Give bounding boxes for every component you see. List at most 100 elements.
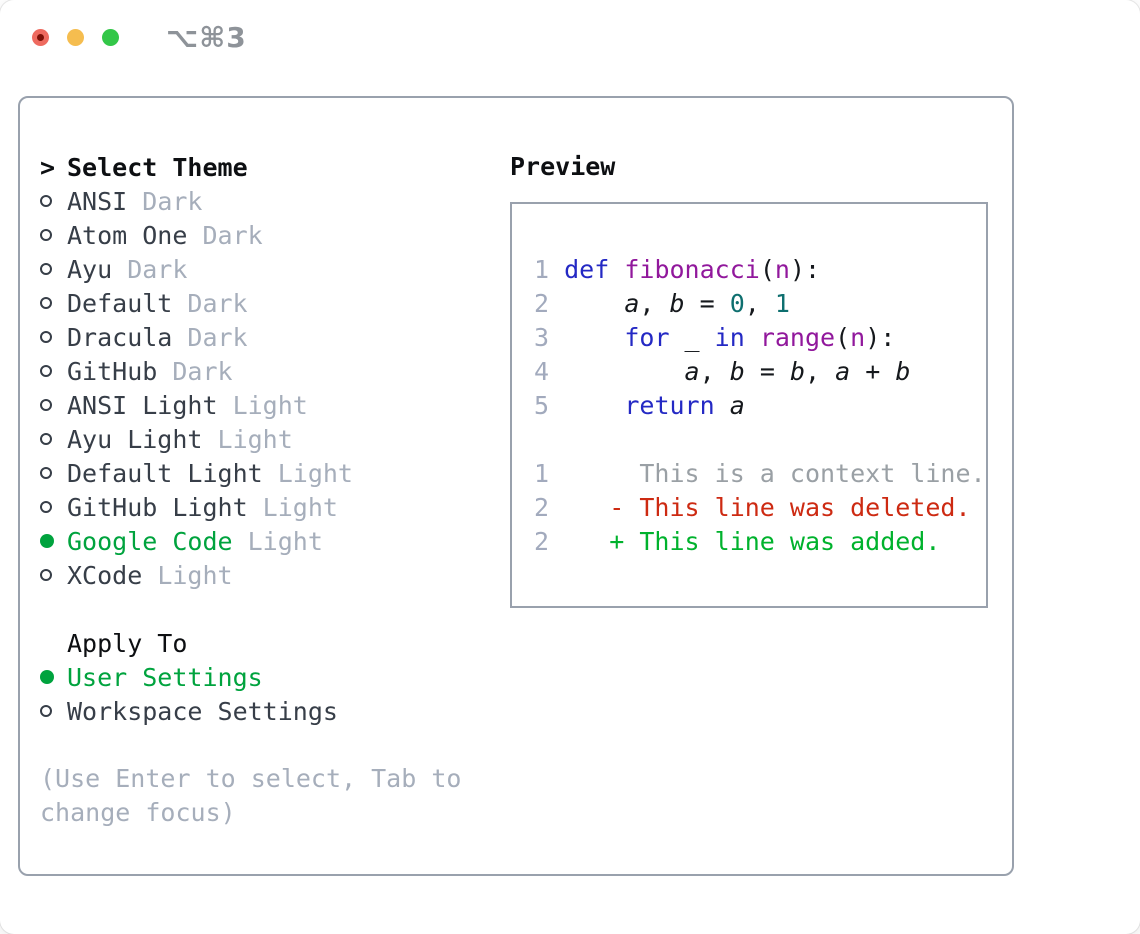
line-number: 1 — [534, 459, 550, 488]
theme-name: Dracula — [67, 322, 173, 352]
code-token: b — [669, 289, 685, 318]
code-token: ): — [789, 255, 821, 284]
code-token: def — [564, 255, 610, 284]
apply-to-title: Apply To — [67, 628, 188, 658]
code-token — [564, 357, 684, 386]
preview-column: Preview 1 def fibonacci(n):2 a, b = 0, 1… — [502, 150, 992, 608]
code-token: n — [774, 255, 790, 284]
diff-line: 2 - This line was deleted. — [534, 491, 986, 525]
theme-option[interactable]: Google Code Light — [40, 524, 490, 558]
theme-name: Default — [67, 288, 173, 318]
marker — [40, 670, 67, 684]
maximize-button[interactable] — [102, 29, 119, 46]
code-token: a — [684, 357, 700, 386]
theme-name: ANSI Light — [67, 390, 218, 420]
diff-text: + This line was added. — [564, 527, 941, 556]
marker — [40, 569, 67, 581]
diff-text: - This line was deleted. — [564, 493, 971, 522]
code-token: for — [624, 323, 670, 352]
spacer — [40, 592, 490, 626]
marker — [40, 501, 67, 513]
code-line: 4 a, b = b, a + b — [534, 355, 986, 389]
radio-icon — [40, 263, 52, 275]
diff-text: This is a context line. — [564, 459, 986, 488]
marker — [40, 263, 67, 275]
code-token: return — [624, 391, 715, 420]
code-token: a — [624, 289, 640, 318]
marker — [40, 297, 67, 309]
line-number: 2 — [534, 493, 550, 522]
apply-to-option[interactable]: User Settings — [40, 660, 490, 694]
code-token — [745, 323, 760, 352]
marker — [40, 365, 67, 377]
code-token: in — [714, 323, 745, 352]
marker — [40, 534, 67, 548]
apply-to-option-name: User Settings — [67, 662, 263, 692]
theme-option[interactable]: ANSI Dark — [40, 184, 490, 218]
marker — [40, 229, 67, 241]
theme-name: XCode — [67, 560, 143, 590]
theme-name: Ayu — [67, 254, 113, 284]
theme-option[interactable]: ANSI Light Light — [40, 388, 490, 422]
theme-variant: Light — [232, 390, 308, 420]
code-line: 1 def fibonacci(n): — [534, 253, 986, 287]
code-token: b — [729, 357, 745, 386]
close-button[interactable] — [32, 29, 49, 46]
diff-line: 2 + This line was added. — [534, 525, 986, 559]
theme-name: Google Code — [67, 526, 233, 556]
code-line: 2 a, b = 0, 1 — [534, 287, 986, 321]
code-token: a — [729, 391, 745, 420]
code-token: + — [850, 357, 896, 386]
marker — [40, 195, 67, 207]
theme-variant: Dark — [127, 254, 188, 284]
theme-name: Ayu Light — [67, 424, 203, 454]
theme-variant: Dark — [187, 288, 248, 318]
code-token: _ — [669, 323, 715, 352]
theme-variant: Dark — [142, 186, 203, 216]
theme-option[interactable]: Default Dark — [40, 286, 490, 320]
code-token: , — [639, 289, 670, 318]
theme-name: ANSI — [67, 186, 128, 216]
code-token: b — [789, 357, 805, 386]
theme-name: Atom One — [67, 220, 188, 250]
theme-variant: Light — [247, 526, 323, 556]
code-token: , — [699, 357, 730, 386]
marker — [40, 433, 67, 445]
theme-variant: Light — [217, 424, 293, 454]
radio-selected-icon — [40, 670, 54, 684]
theme-option[interactable]: Ayu Light Light — [40, 422, 490, 456]
select-theme-title: Select Theme — [67, 152, 248, 182]
apply-to-option[interactable]: Workspace Settings — [40, 694, 490, 728]
radio-icon — [40, 331, 52, 343]
theme-option[interactable]: Ayu Dark — [40, 252, 490, 286]
minimize-button[interactable] — [67, 29, 84, 46]
code-token: n — [850, 323, 866, 352]
theme-name: Default Light — [67, 458, 263, 488]
radio-icon — [40, 229, 52, 241]
theme-variant: Dark — [172, 356, 233, 386]
code-token: 1 — [774, 289, 790, 318]
line-number: 1 — [534, 255, 550, 284]
close-button-dot-icon — [37, 34, 44, 41]
code-token: 0 — [729, 289, 745, 318]
radio-selected-icon — [40, 534, 54, 548]
code-token — [564, 391, 624, 420]
code-token: = — [684, 289, 730, 318]
cursor-arrow-icon: > — [40, 152, 56, 182]
radio-icon — [40, 467, 52, 479]
theme-name: GitHub Light — [67, 492, 248, 522]
code-token — [609, 255, 624, 284]
code-token: , — [744, 289, 775, 318]
line-number: 3 — [534, 323, 550, 352]
